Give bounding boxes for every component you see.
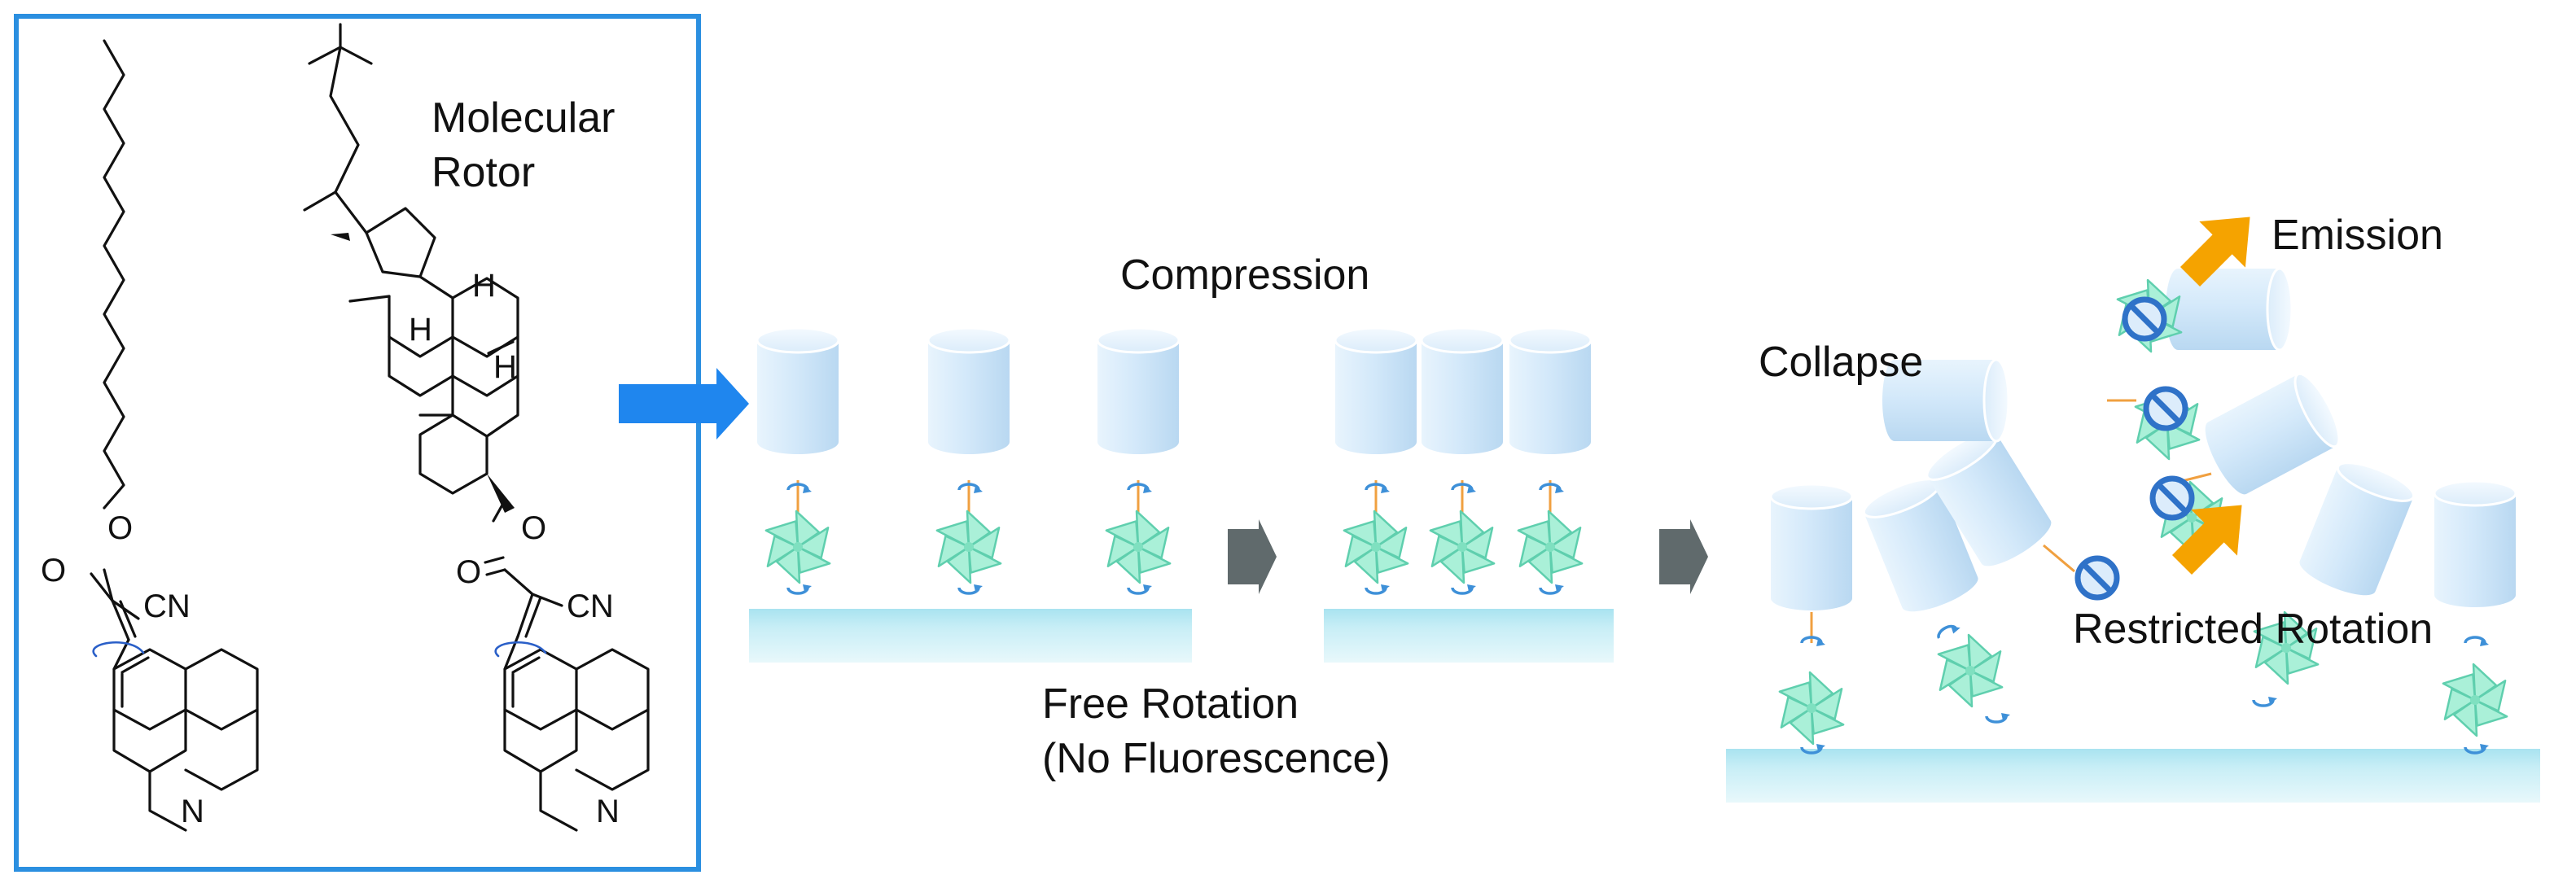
- substrate-free: [749, 609, 1192, 663]
- hydrogen-label-1: H: [472, 268, 496, 304]
- free-rotation-label: Free Rotation (No Fluorescence): [1042, 677, 1391, 785]
- oxygen-label-2: O: [41, 553, 66, 588]
- molecular-rotor-label-line2: Rotor: [432, 148, 536, 196]
- cyano-label-2: CN: [567, 588, 614, 624]
- emission-arrow-icon: [2171, 505, 2242, 575]
- substrate-compressed: [1324, 609, 1614, 663]
- prohibition-icon: [2078, 558, 2117, 597]
- wedge-bonds: [331, 233, 515, 513]
- restricted-rotation-label: Restricted Rotation: [2073, 606, 2434, 653]
- emission-label: Emission: [2272, 212, 2443, 259]
- nitrogen-label-2: N: [596, 794, 620, 829]
- free-rotation-label-line2: (No Fluorescence): [1042, 734, 1391, 782]
- molecular-rotor-label: Molecular Rotor: [432, 91, 615, 199]
- step-arrow-2: [1659, 519, 1708, 594]
- oxygen-label-3: O: [521, 510, 546, 546]
- prohibition-icon: [2146, 389, 2185, 428]
- emission-arrow-icon: [2180, 217, 2250, 287]
- oxygen-label-1: O: [107, 510, 133, 546]
- collapse-label: Collapse: [1759, 339, 1924, 386]
- hydrogen-label-2: H: [409, 312, 432, 348]
- cyano-label-1: CN: [143, 588, 191, 624]
- compression-label: Compression: [1120, 252, 1370, 299]
- nitrogen-label-1: N: [181, 794, 204, 829]
- collapsed-multilayer: [1768, 217, 2518, 755]
- structure-atom-labels: O O CN N H H H O O CN N: [41, 268, 620, 829]
- hydrogen-label-3: H: [493, 349, 517, 385]
- molecular-rotor-label-line1: Molecular: [432, 94, 616, 142]
- oxygen-label-4: O: [456, 554, 481, 590]
- molecule-2-structure: [303, 23, 650, 832]
- substrate-collapsed: [1726, 749, 2540, 803]
- compressed-monolayer: [1333, 326, 1593, 595]
- free-rotation-label-line1: Free Rotation: [1042, 680, 1299, 728]
- prohibition-icon: [2153, 479, 2192, 518]
- prohibition-icon: [2125, 300, 2164, 339]
- molecule-panel-frame: [14, 14, 701, 872]
- step-arrow-1: [1228, 519, 1277, 594]
- free-rotation-monolayer: [755, 326, 1181, 595]
- molecule-1-structure: [90, 39, 259, 832]
- process-arrow: [619, 368, 749, 440]
